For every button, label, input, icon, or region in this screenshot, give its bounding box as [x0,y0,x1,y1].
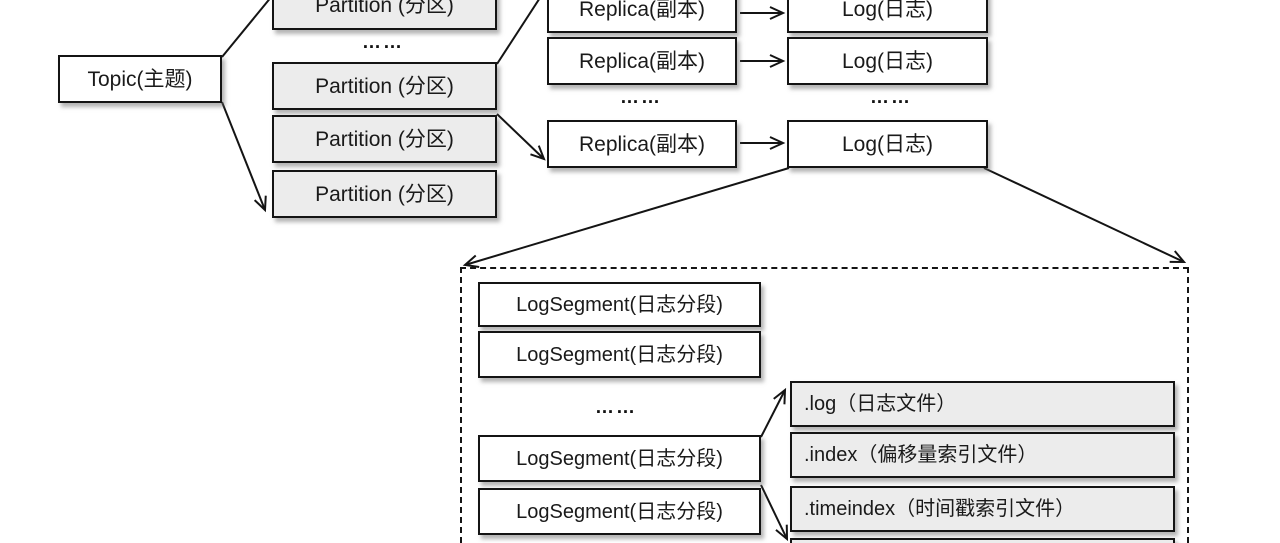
arrow-partition-to-replica-bottom [496,113,546,161]
partition-box-2: Partition (分区) [272,62,497,110]
log-detail-dashed-container [460,267,1189,543]
arrow-topic-to-partition-bottom [221,101,267,213]
file-box-index: .index（偏移量索引文件） [790,432,1175,478]
partitions-ellipsis: …… [362,32,404,53]
file-box-log: .log（日志文件） [790,381,1175,427]
logsegment-box-3: LogSegment(日志分段) [478,435,761,482]
line-topic-to-partition-top [221,0,271,58]
file-box-other [790,538,1175,543]
replicas-ellipsis: …… [620,87,662,108]
logs-ellipsis: …… [870,87,912,108]
logsegment-box-4: LogSegment(日志分段) [478,488,761,535]
topic-box: Topic(主题) [58,55,222,103]
log-box-2: Log(日志) [787,37,988,85]
replica-box-3: Replica(副本) [547,120,737,168]
log-box-3: Log(日志) [787,120,988,168]
arrow-log-to-dashed-left [462,167,790,269]
arrow-log-to-dashed-right [983,167,1187,264]
line-partition-to-replica-top [496,0,540,65]
partition-box-4: Partition (分区) [272,170,497,218]
log-box-1: Log(日志) [787,0,988,33]
segments-ellipsis: …… [595,397,637,418]
logsegment-box-1: LogSegment(日志分段) [478,282,761,327]
replica-box-1: Replica(副本) [547,0,737,33]
partition-box-1: Partition (分区) [272,0,497,30]
file-box-timeindex: .timeindex（时间戳索引文件） [790,486,1175,532]
logsegment-box-2: LogSegment(日志分段) [478,331,761,378]
replica-box-2: Replica(副本) [547,37,737,85]
partition-box-3: Partition (分区) [272,115,497,163]
